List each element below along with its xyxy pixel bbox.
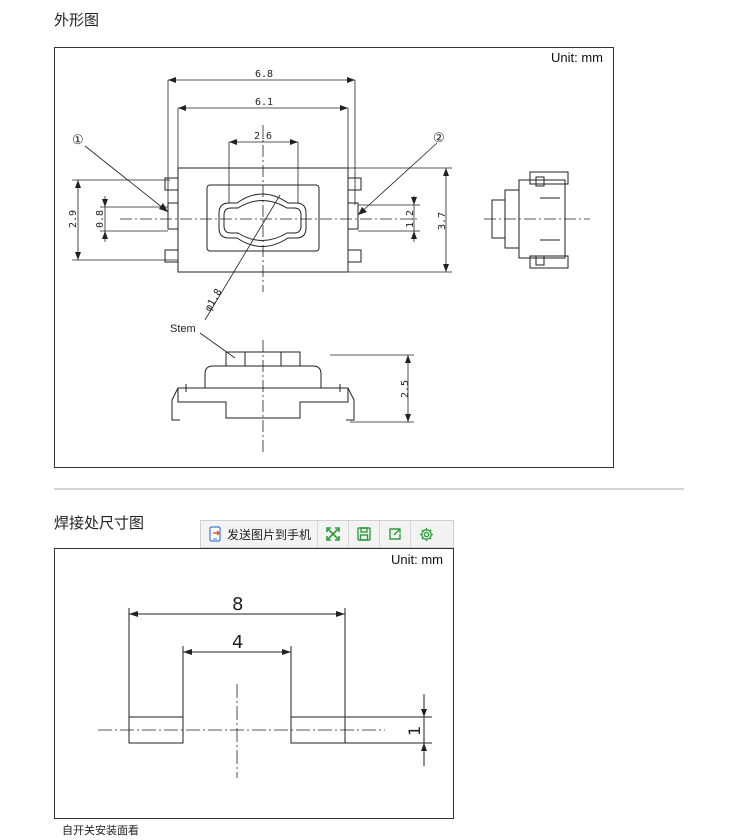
- expand-button[interactable]: [318, 521, 350, 547]
- dim-width-inner: 6.1: [255, 97, 273, 108]
- share-button[interactable]: [380, 521, 412, 547]
- send-to-phone-label: 发送图片到手机: [227, 527, 312, 542]
- marker-2: ②: [433, 131, 445, 146]
- dim-height-right1: 1.2: [405, 210, 416, 228]
- save-icon: [357, 527, 371, 541]
- dim-height-left: 2.9: [68, 210, 79, 228]
- switch-side-view-bottom: [171, 351, 355, 421]
- dim-side-height: 2.5: [400, 380, 411, 398]
- dim-height-right2: 3.7: [437, 212, 448, 230]
- marker-1: ①: [72, 133, 84, 148]
- save-button[interactable]: [349, 521, 381, 547]
- switch-side-view-right: [491, 171, 569, 269]
- dim-pad-outer: 8: [232, 594, 243, 615]
- unit-label: Unit: mm: [551, 50, 603, 65]
- section-divider: [54, 488, 684, 490]
- figure-caption: 自开关安装面看: [62, 824, 139, 837]
- solder-drawing-frame: [54, 548, 454, 819]
- dim-terminal: 0.8: [95, 210, 106, 228]
- section-title-solder: 焊接处尺寸图: [54, 514, 145, 532]
- section-title-outline: 外形图: [54, 11, 100, 29]
- gear-icon: [419, 527, 433, 541]
- dim-pad-inner: 4: [232, 632, 243, 653]
- unit-label-2: Unit: mm: [391, 552, 443, 567]
- dim-pad-height: 1: [405, 726, 424, 736]
- share-icon: [389, 528, 401, 540]
- expand-icon: [326, 527, 340, 541]
- phone-send-icon: [209, 526, 221, 542]
- stem-label: Stem: [170, 323, 196, 335]
- dim-width-outer: 6.8: [255, 69, 273, 80]
- image-toolbar: 发送图片到手机: [200, 520, 454, 548]
- settings-button[interactable]: [411, 521, 441, 547]
- send-to-phone-button[interactable]: 发送图片到手机: [201, 521, 319, 547]
- dim-stem-width: 2.6: [254, 131, 272, 142]
